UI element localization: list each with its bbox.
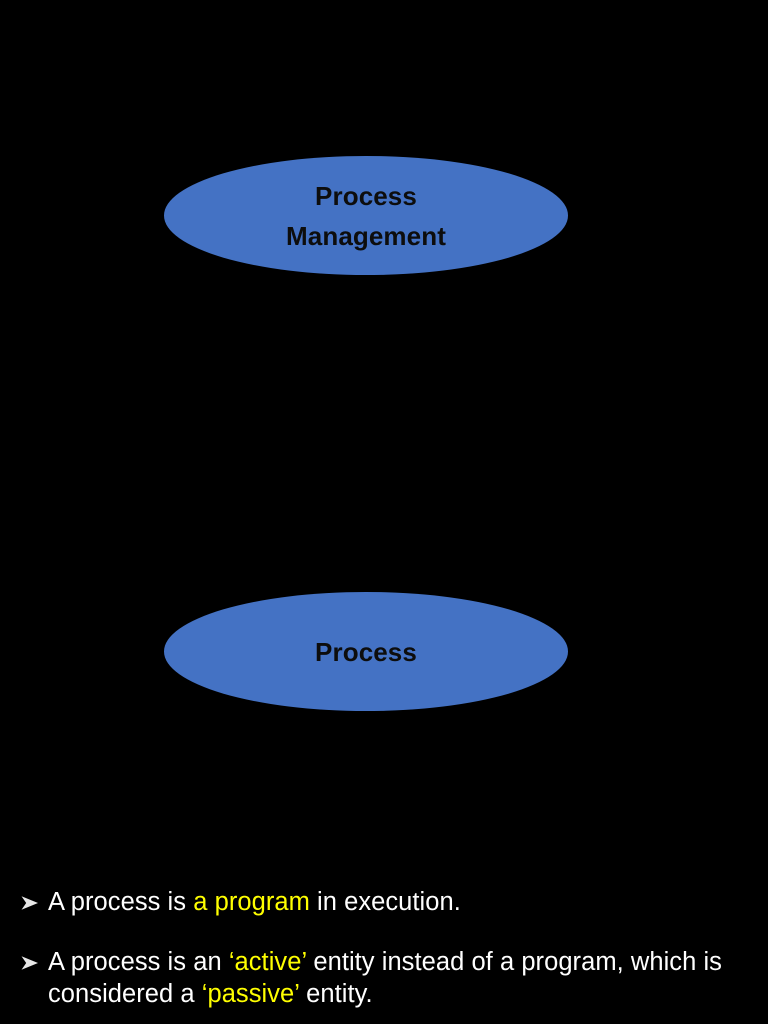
bullet-text: A process is a program in execution. bbox=[48, 886, 756, 918]
ellipse-title-line-1: Process bbox=[315, 180, 417, 211]
ellipse-process-label: Process bbox=[315, 636, 417, 667]
bullet-text-segment: A process is bbox=[48, 888, 194, 916]
bullet-text: A process is an ‘active’ entity instead … bbox=[48, 946, 756, 1010]
bullet-text-segment: entity. bbox=[299, 980, 373, 1008]
highlighted-term: ‘passive’ bbox=[201, 980, 300, 1008]
bullet-item: A process is an ‘active’ entity instead … bbox=[20, 946, 756, 1010]
ellipse-process-management[interactable]: Process Management bbox=[164, 156, 568, 275]
bullet-text-segment: in execution. bbox=[309, 888, 461, 916]
highlighted-term: ‘active’ bbox=[228, 948, 307, 976]
ellipse-process[interactable]: Process bbox=[164, 592, 568, 711]
arrowhead-bullet-icon bbox=[20, 886, 48, 913]
ellipse-title-line-2: Management bbox=[286, 220, 446, 251]
highlighted-term: a program bbox=[193, 888, 310, 916]
bullet-item: A process is a program in execution. bbox=[20, 886, 756, 918]
bullet-text-segment: entity instead of a program, which is co… bbox=[48, 948, 722, 1008]
bullet-text-segment: A process is an bbox=[48, 948, 229, 976]
arrowhead-bullet-icon bbox=[20, 946, 48, 973]
bullet-list: A process is a program in execution.A pr… bbox=[20, 886, 756, 1010]
